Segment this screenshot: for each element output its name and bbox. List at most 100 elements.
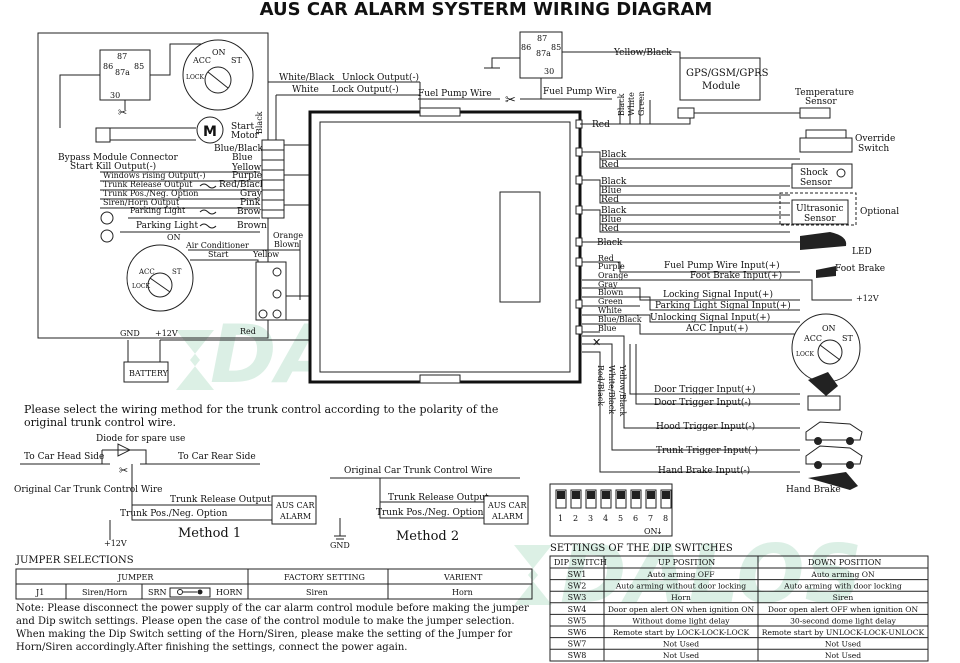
svg-text:Purple: Purple xyxy=(598,262,625,271)
svg-text:White: White xyxy=(627,92,636,116)
watermark-logo-right xyxy=(514,545,552,605)
dip-row-SW8-sw: SW8 xyxy=(568,651,587,660)
gnd-label: GND xyxy=(120,329,140,338)
led-label: LED xyxy=(852,247,872,257)
dip-row-SW4-up: Door open alert ON when ignition ON xyxy=(608,605,755,614)
ultra-label-1: Ultrasonic xyxy=(796,204,844,214)
dip-knob-8 xyxy=(662,491,670,499)
note-line-2: and Dip switch settings. Please open the… xyxy=(16,616,515,627)
svg-text:Black: Black xyxy=(601,150,627,160)
arrow-down-icon: ↓ xyxy=(656,527,663,536)
ign-bot-acc: ACC xyxy=(138,268,155,276)
relay-left-85: 85 xyxy=(134,62,144,71)
module-display-window xyxy=(499,191,541,303)
start-label: Start xyxy=(208,250,229,259)
svg-text:Blue: Blue xyxy=(232,153,253,163)
jumper-table: JUMPER FACTORY SETTING VARIENT J1 Siren/… xyxy=(15,568,533,600)
svg-text:Siren: Siren xyxy=(306,588,328,597)
svg-text:Trunk Pos./Neg. Option: Trunk Pos./Neg. Option xyxy=(103,189,198,198)
temp-sensor-label-2: Sensor xyxy=(805,97,837,107)
svg-text:Gray: Gray xyxy=(598,280,618,289)
bypass-label-1: Bypass Module Connector xyxy=(58,153,178,163)
ultra-label-2: Sensor xyxy=(804,214,836,224)
svg-text:Red: Red xyxy=(601,195,619,205)
method2-release: Trunk Release Output xyxy=(388,493,489,503)
svg-text:85: 85 xyxy=(551,43,561,52)
ign-top-st: ST xyxy=(231,56,242,65)
dip-row-SW3-up: Horn xyxy=(671,593,691,602)
wire-red-label: Red xyxy=(240,327,256,336)
lock-wire-color: White xyxy=(292,85,319,95)
svg-text:M: M xyxy=(203,124,217,140)
relay-fuel-pump xyxy=(519,31,563,79)
dip-row-SW6-up: Remote start by LOCK-LOCK-LOCK xyxy=(613,628,750,637)
svg-text:HORN: HORN xyxy=(216,588,243,597)
fuel-pump-input: Fuel Pump Wire Input(+) xyxy=(664,260,780,271)
wire-yellow-label: Yellow xyxy=(252,250,279,259)
gps-wire-color: Yellow/Black xyxy=(613,48,672,58)
foot-brake-12v: +12V xyxy=(856,294,879,303)
unused-wire-x-icon: ✕ xyxy=(592,336,601,349)
svg-text:FACTORY SETTING: FACTORY SETTING xyxy=(284,573,365,582)
unlock-wire-color: White/Black xyxy=(279,73,335,83)
svg-text:Blown: Blown xyxy=(598,288,623,297)
wire-orange-label: Orange xyxy=(273,231,303,240)
svg-text:Pink: Pink xyxy=(240,198,261,208)
battery-label: BATTERY xyxy=(129,369,169,378)
relay-left-87: 87 xyxy=(117,52,127,61)
svg-text:Windows rising Output(-): Windows rising Output(-) xyxy=(103,171,205,180)
dip-row-SW5-sw: SW5 xyxy=(568,616,587,625)
svg-text:Yellow: Yellow xyxy=(231,163,262,173)
dip-knob-5 xyxy=(617,491,625,499)
svg-text:Orange: Orange xyxy=(598,271,628,280)
svg-text:Black: Black xyxy=(597,238,623,248)
override-label-1: Override xyxy=(855,134,895,144)
plus12v-label: +12V xyxy=(155,329,178,338)
svg-text:LOCK: LOCK xyxy=(796,351,814,358)
method2-alarm-box xyxy=(483,495,529,525)
foot-brake-input: Foot Brake Input(+) xyxy=(690,270,782,281)
svg-text:White: White xyxy=(598,306,622,315)
battery-icon xyxy=(123,361,169,383)
shock-adjust-icon xyxy=(836,168,846,178)
unlocking-signal-input: Unlocking Signal Input(+) xyxy=(650,312,770,323)
svg-text:Purple: Purple xyxy=(232,171,262,181)
dip-number-2: 2 xyxy=(573,514,578,523)
method1-alarm-box xyxy=(271,495,317,525)
svg-text:ST: ST xyxy=(842,334,853,343)
dip-row-SW4-sw: SW4 xyxy=(568,605,587,614)
hand-brake-label: Hand Brake xyxy=(786,485,841,495)
svg-text:Red: Red xyxy=(601,224,619,234)
locking-signal-input: Locking Signal Input(+) xyxy=(663,289,773,300)
ign-bot-lock: LOCK xyxy=(132,283,150,290)
door-pin-icon xyxy=(807,395,841,411)
method1-option: Trunk Pos./Neg. Option xyxy=(120,509,228,519)
dip-number-6: 6 xyxy=(633,514,638,523)
svg-text:Green: Green xyxy=(598,297,623,306)
dip-row-SW2-down: Auto arming with door locking xyxy=(783,582,902,591)
cut-scissors-icon: ✂ xyxy=(118,106,127,119)
to-car-head: To Car Head Side xyxy=(24,452,104,462)
dip-settings-table: DIP SWITCH UP POSITION DOWN POSITION SW1… xyxy=(549,555,929,662)
parking-light-bulb-icon-1 xyxy=(100,211,114,225)
fuel-cut-scissors-icon: ✂ xyxy=(505,93,516,108)
foot-brake-label: Foot Brake xyxy=(835,264,885,274)
note-line-3: When making the Dip Switch setting of th… xyxy=(16,629,512,640)
svg-text:Trunk Release Output: Trunk Release Output xyxy=(103,180,193,189)
diode-label: Diode for spare use xyxy=(96,434,185,444)
note-line-4: Horn/Siren accordingly.After finishing t… xyxy=(16,642,408,653)
hood-trigger: Hood Trigger Input(-) xyxy=(656,421,755,432)
dip-number-3: 3 xyxy=(588,514,593,523)
dip-knob-6 xyxy=(632,491,640,499)
svg-text:Red/Black: Red/Black xyxy=(219,180,266,190)
start-motor-icon xyxy=(196,116,224,144)
door-trigger-pos: Door Trigger Input(+) xyxy=(654,384,756,395)
dip-knob-7 xyxy=(647,491,655,499)
dip-on-label: ON xyxy=(644,527,658,536)
dip-row-SW1-down: Auto arming ON xyxy=(810,570,875,579)
ign-bot-st: ST xyxy=(172,268,182,276)
hand-brake-icon xyxy=(808,472,858,490)
svg-text:87a: 87a xyxy=(536,49,551,58)
ign-top-lock: LOCK xyxy=(186,74,204,81)
dip-row-SW6-down: Remote start by UNLOCK-LOCK-UNLOCK xyxy=(762,628,925,637)
